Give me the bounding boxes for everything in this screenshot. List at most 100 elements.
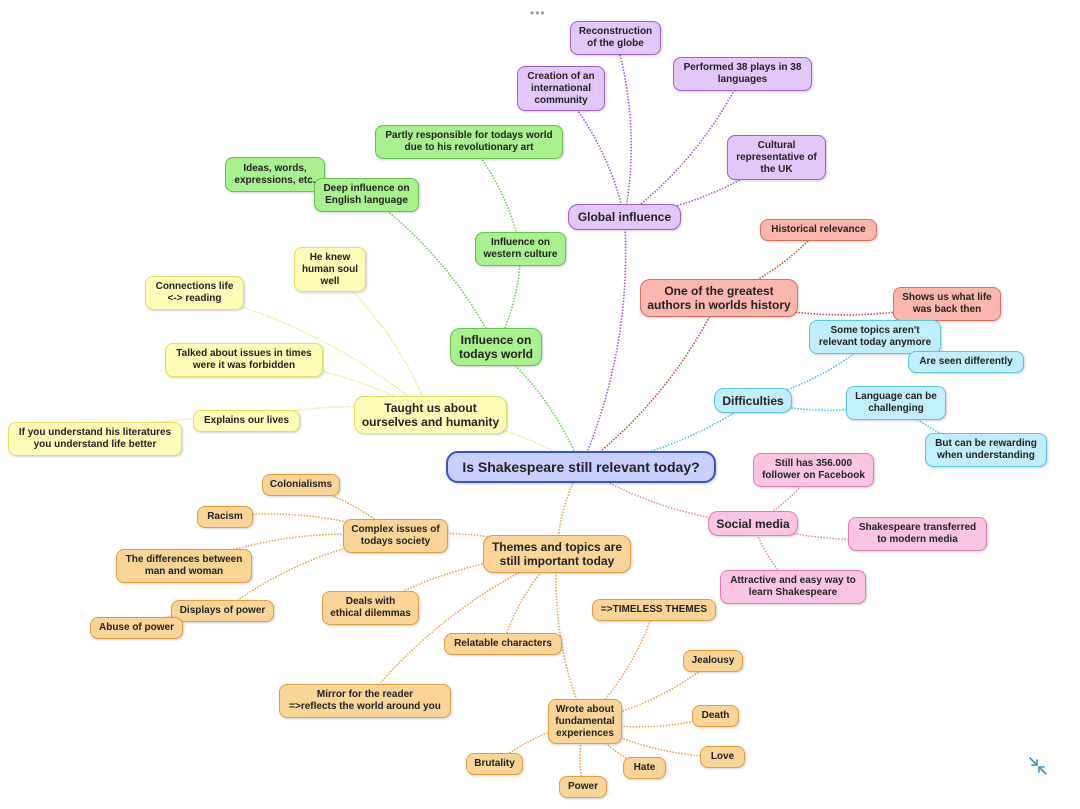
node-label: Jealousy — [691, 655, 735, 666]
connector-root-global — [580, 216, 627, 468]
node-label: Deals with ethical dilemmas — [330, 596, 411, 619]
node-label: Reconstruction of the globe — [578, 26, 653, 49]
node-label: Influence on todays world — [458, 333, 533, 361]
connector-fundamental-timeless — [584, 609, 655, 723]
node-label: Power — [567, 781, 598, 792]
partly-responsible-node[interactable]: Partly responsible for todays world due … — [375, 125, 563, 159]
shows-life-node[interactable]: Shows us what life was back then — [893, 287, 1001, 321]
colonialisms-node[interactable]: Colonialisms — [262, 474, 340, 496]
global-influence-node[interactable]: Global influence — [568, 204, 681, 230]
node-label: Deep influence on English language — [323, 183, 410, 206]
node-label: Explains our lives — [203, 415, 290, 426]
racism-node[interactable]: Racism — [197, 506, 253, 528]
performed-38-plays-node[interactable]: Performed 38 plays in 38 languages — [673, 57, 812, 91]
connector-language-rewarding — [895, 402, 987, 451]
node-label: Global influence — [577, 210, 672, 224]
displays-of-power-node[interactable]: Displays of power — [171, 600, 274, 622]
node-label: He knew human soul well — [301, 251, 359, 287]
taught-humanity-node[interactable]: Taught us about ourselves and humanity — [354, 396, 507, 434]
abuse-of-power-node[interactable]: Abuse of power — [90, 617, 183, 639]
node-label: Creation of an international community — [527, 70, 595, 106]
power-node[interactable]: Power — [559, 776, 607, 798]
connector-influence-world-deep — [366, 194, 497, 348]
language-challenging-node[interactable]: Language can be challenging — [846, 386, 946, 420]
greatest-author-node[interactable]: One of the greatest authors in worlds hi… — [640, 279, 798, 317]
connector-root-greatest — [580, 297, 720, 468]
node-label: Shakespeare transferred to modern media — [858, 522, 977, 545]
relatable-characters-node[interactable]: Relatable characters — [444, 633, 562, 655]
themes-important-node[interactable]: Themes and topics are still important to… — [483, 535, 631, 573]
fundamental-experiences-node[interactable]: Wrote about fundamental experiences — [548, 699, 622, 744]
jealousy-node[interactable]: Jealousy — [683, 650, 743, 672]
more-options-icon[interactable]: ••• — [530, 6, 546, 20]
node-label: Talked about issues in times were it was… — [176, 348, 312, 371]
connector-global-reconstruction — [614, 37, 632, 218]
difficulties-node[interactable]: Difficulties — [714, 388, 792, 413]
connector-themes-mirror — [364, 553, 558, 702]
hate-node[interactable]: Hate — [623, 757, 666, 779]
node-label: If you understand his literatures you un… — [18, 427, 172, 450]
mirror-reader-node[interactable]: Mirror for the reader =>reflects the wor… — [279, 684, 451, 718]
node-label: Is Shakespeare still relevant today? — [462, 459, 700, 475]
node-label: Partly responsible for todays world due … — [385, 130, 553, 153]
reconstruction-globe-node[interactable]: Reconstruction of the globe — [570, 21, 661, 55]
forbidden-issues-node[interactable]: Talked about issues in times were it was… — [165, 343, 323, 377]
node-label: Hate — [633, 762, 656, 773]
node-label: Taught us about ourselves and humanity — [361, 401, 500, 429]
complex-issues-node[interactable]: Complex issues of todays society — [343, 519, 448, 553]
node-label: Ideas, words, expressions, etc. — [234, 162, 316, 186]
node-label: Social media — [716, 516, 790, 531]
node-label: But can be rewarding when understanding — [935, 438, 1037, 461]
death-node[interactable]: Death — [692, 705, 739, 727]
node-label: =>TIMELESS THEMES — [600, 604, 708, 615]
node-label: Cultural representative of the UK — [736, 139, 817, 175]
node-label: Racism — [207, 511, 243, 522]
node-label: Difficulties — [722, 393, 784, 408]
node-label: Still has 356.000 follower on Facebook — [762, 458, 865, 481]
connections-life-reading-node[interactable]: Connections life <-> reading — [145, 276, 244, 310]
rewarding-node[interactable]: But can be rewarding when understanding — [925, 433, 1047, 467]
ethical-dilemmas-node[interactable]: Deals with ethical dilemmas — [322, 591, 419, 625]
node-label: Abuse of power — [98, 622, 174, 633]
node-label: Some topics aren't relevant today anymor… — [818, 325, 932, 348]
node-label: Language can be challenging — [855, 391, 937, 414]
western-culture-node[interactable]: Influence on western culture — [475, 232, 566, 266]
international-community-node[interactable]: Creation of an international community — [517, 66, 605, 111]
connector-greatest-historical — [718, 229, 820, 299]
topics-not-relevant-node[interactable]: Some topics aren't relevant today anymor… — [809, 320, 941, 354]
node-label: Influence on western culture — [483, 237, 558, 260]
learn-shakespeare-node[interactable]: Attractive and easy way to learn Shakesp… — [720, 570, 866, 604]
collapse-arrows-icon[interactable] — [1026, 754, 1050, 778]
love-node[interactable]: Love — [700, 746, 745, 768]
connector-global-intl-community — [560, 87, 626, 218]
node-label: Displays of power — [179, 605, 266, 616]
explains-lives-node[interactable]: Explains our lives — [193, 410, 300, 432]
node-label: Shows us what life was back then — [902, 292, 992, 315]
social-media-node[interactable]: Social media — [708, 511, 798, 536]
node-label: Wrote about fundamental experiences — [555, 703, 615, 739]
seen-differently-node[interactable]: Are seen differently — [908, 351, 1024, 373]
influence-todays-world-node[interactable]: Influence on todays world — [450, 328, 542, 366]
modern-media-node[interactable]: Shakespeare transferred to modern media — [848, 517, 987, 551]
facebook-followers-node[interactable]: Still has 356.000 follower on Facebook — [753, 453, 874, 487]
node-label: Mirror for the reader =>reflects the wor… — [289, 689, 441, 712]
brutality-node[interactable]: Brutality — [466, 753, 523, 775]
root-topic-node[interactable]: Is Shakespeare still relevant today? — [446, 451, 716, 483]
node-label: Performed 38 plays in 38 languages — [683, 62, 802, 85]
node-label: Relatable characters — [454, 638, 552, 649]
connector-difficulties-language — [752, 399, 897, 412]
understand-life-node[interactable]: If you understand his literatures you un… — [8, 422, 182, 456]
timeless-themes-node[interactable]: =>TIMELESS THEMES — [592, 599, 716, 621]
node-label: Death — [701, 710, 730, 721]
node-label: Love — [710, 751, 735, 762]
man-woman-node[interactable]: The differences between man and woman — [116, 549, 252, 583]
human-soul-node[interactable]: He knew human soul well — [294, 247, 366, 292]
ideas-words-node[interactable]: Ideas, words, expressions, etc. — [225, 157, 325, 192]
english-language-node[interactable]: Deep influence on English language — [314, 178, 419, 212]
historical-relevance-node[interactable]: Historical relevance — [760, 219, 877, 241]
node-label: Historical relevance — [771, 224, 866, 235]
cultural-representative-node[interactable]: Cultural representative of the UK — [727, 135, 826, 180]
node-label: Are seen differently — [919, 356, 1013, 367]
node-label: Connections life <-> reading — [155, 281, 234, 304]
